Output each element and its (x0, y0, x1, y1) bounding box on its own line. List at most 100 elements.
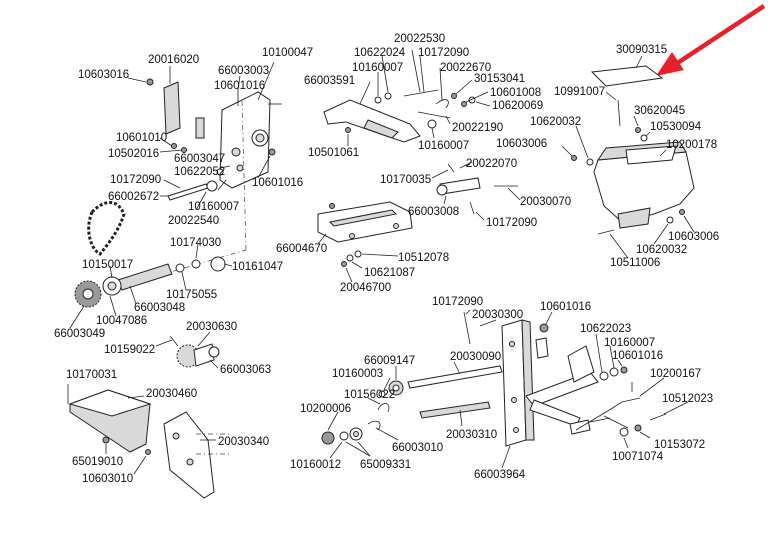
part-label: 10622023 (580, 323, 631, 335)
bearing-hub (255, 133, 265, 143)
leader-10100047 (257, 61, 275, 101)
clip-66003047 (195, 117, 205, 139)
pin-10172090 (469, 201, 475, 215)
bushing-10160007-b (609, 367, 619, 377)
part-label: 20022190 (452, 122, 503, 134)
part-label: 10622024 (354, 47, 406, 59)
nut-10601010 (171, 143, 177, 149)
cover-20030460 (68, 389, 152, 453)
washer-10160003 (378, 390, 386, 398)
part-label: 20022070 (466, 158, 517, 170)
pin-20022070 (459, 161, 473, 169)
part-label: 66002672 (108, 191, 159, 203)
part-label: 10160007 (188, 201, 239, 213)
part-label: 20030310 (446, 429, 497, 441)
part-label: 10100047 (262, 47, 313, 59)
drive-chain (87, 201, 126, 256)
part-label: 66003008 (408, 206, 459, 218)
part-label: 66003048 (134, 302, 185, 314)
shaft-20030310 (419, 401, 491, 419)
rod-20030090 (407, 365, 503, 389)
main-frame-66003964 (501, 319, 611, 447)
lever-arm-assembly (323, 89, 476, 143)
spring-10156022 (377, 403, 390, 413)
nut-30620045 (635, 127, 641, 133)
part-label: 10601016 (252, 177, 303, 189)
arrow-shaft (674, 4, 766, 66)
pin-10159022 (169, 335, 179, 347)
part-label: 10156022 (344, 389, 395, 401)
part-label: 10174030 (170, 237, 221, 249)
part-label: 20046700 (340, 282, 391, 294)
part-label: 10071074 (612, 451, 664, 463)
part-label: 10150017 (82, 259, 133, 271)
washer-10530094 (640, 134, 648, 142)
pin-20022530 (403, 89, 439, 97)
part-label: 10601016 (612, 350, 663, 362)
part-label: 65019010 (72, 456, 123, 468)
part-label: 10153072 (654, 439, 705, 451)
washer-10622024 (384, 92, 392, 100)
part-label: 20016020 (148, 54, 199, 66)
washer-10620032-b (666, 216, 674, 224)
bolt-10512023 (649, 413, 667, 421)
part-label: 10159022 (104, 344, 155, 356)
part-label: 10621087 (364, 267, 415, 279)
plate-66003003 (219, 91, 271, 189)
washer-10620032 (586, 158, 594, 166)
shaft-20022540 (167, 179, 227, 201)
spring-66003010 (367, 420, 381, 431)
hole-1 (231, 147, 241, 157)
part-label: 66003063 (220, 364, 271, 376)
hopper-assembly (571, 65, 695, 235)
link-66003008 (436, 161, 518, 215)
part-label: 10200167 (650, 368, 701, 380)
part-label: 20022530 (394, 33, 445, 45)
leader-lines (69, 49, 695, 475)
part-label: 20030300 (472, 309, 523, 321)
ring-10174030 (191, 259, 201, 269)
part-label: 10603010 (82, 473, 133, 485)
cover-20030340 (163, 411, 232, 499)
part-label: 66003964 (474, 469, 526, 481)
part-label: 66004670 (276, 243, 327, 255)
nut-10603006 (571, 155, 577, 161)
part-label: 10620032 (530, 116, 581, 128)
bolt-10511006 (597, 229, 615, 235)
part-number-labels: 10603016 20016020 66003003 10100047 1060… (54, 33, 719, 485)
gear-66003063 (169, 335, 220, 368)
nut-10153072 (634, 424, 642, 432)
part-label: 10160012 (290, 459, 341, 471)
part-label: 10603006 (496, 138, 547, 150)
ring-10161047 (210, 256, 226, 272)
part-label: 65009331 (360, 459, 411, 471)
bushing-group-right (599, 366, 628, 381)
bushing-10160012 (339, 431, 349, 441)
nut-10601016-frame (539, 323, 549, 333)
part-label: 10601016 (540, 301, 591, 313)
part-label: 10620069 (492, 100, 543, 112)
lid-30090315 (590, 65, 664, 87)
part-label: 30153041 (474, 73, 525, 85)
nut-10601008 (461, 101, 467, 107)
nut-10603016 (146, 78, 154, 86)
pin-10172090-b (463, 311, 471, 345)
washer-10160007-top (374, 96, 382, 104)
part-label: 30620045 (634, 105, 685, 117)
nut-10603006-b (679, 209, 685, 215)
part-label: 10501061 (308, 147, 359, 159)
part-label: 10511006 (610, 257, 660, 269)
part-label: 66003049 (54, 328, 105, 340)
ring-10175055 (175, 263, 185, 273)
part-label: 10200006 (300, 403, 351, 415)
part-label: 10512078 (398, 252, 449, 264)
left-bracket-assembly (146, 61, 282, 189)
bushing-10160007 (427, 119, 437, 129)
part-label: 10512023 (662, 393, 713, 405)
part-label: 10172090 (486, 217, 537, 229)
arrow-head (656, 52, 684, 76)
part-label: 10160007 (604, 337, 655, 349)
nut-20046700 (341, 261, 347, 267)
nut-30153041 (451, 93, 457, 99)
